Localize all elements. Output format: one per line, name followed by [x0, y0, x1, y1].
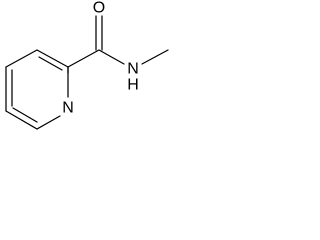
- bond-carbonyl-to-nitrogen: [98, 49, 125, 65]
- amide-nitrogen-label: N: [127, 61, 139, 78]
- ring-bond-c4-c1: [5, 49, 38, 68]
- carbonyl-oxygen-label: O: [93, 0, 105, 17]
- bond-ring-to-carbonyl: [67, 49, 100, 68]
- amide-hydrogen-label: H: [127, 77, 139, 94]
- ring-nitrogen-label: N: [62, 100, 74, 117]
- ring-bond-c6-c5: [5, 110, 38, 130]
- ring-bond-c1-c2: [36, 49, 69, 68]
- ring-bond-n-c6: [36, 115, 61, 130]
- ring-double-bond-c6-c5: [12, 107, 38, 123]
- bond-nitrogen-to-methyl: [141, 49, 169, 65]
- ring-double-bond-c1-c2: [38, 56, 63, 71]
- structure-diagram: O N H N: [5, 0, 169, 130]
